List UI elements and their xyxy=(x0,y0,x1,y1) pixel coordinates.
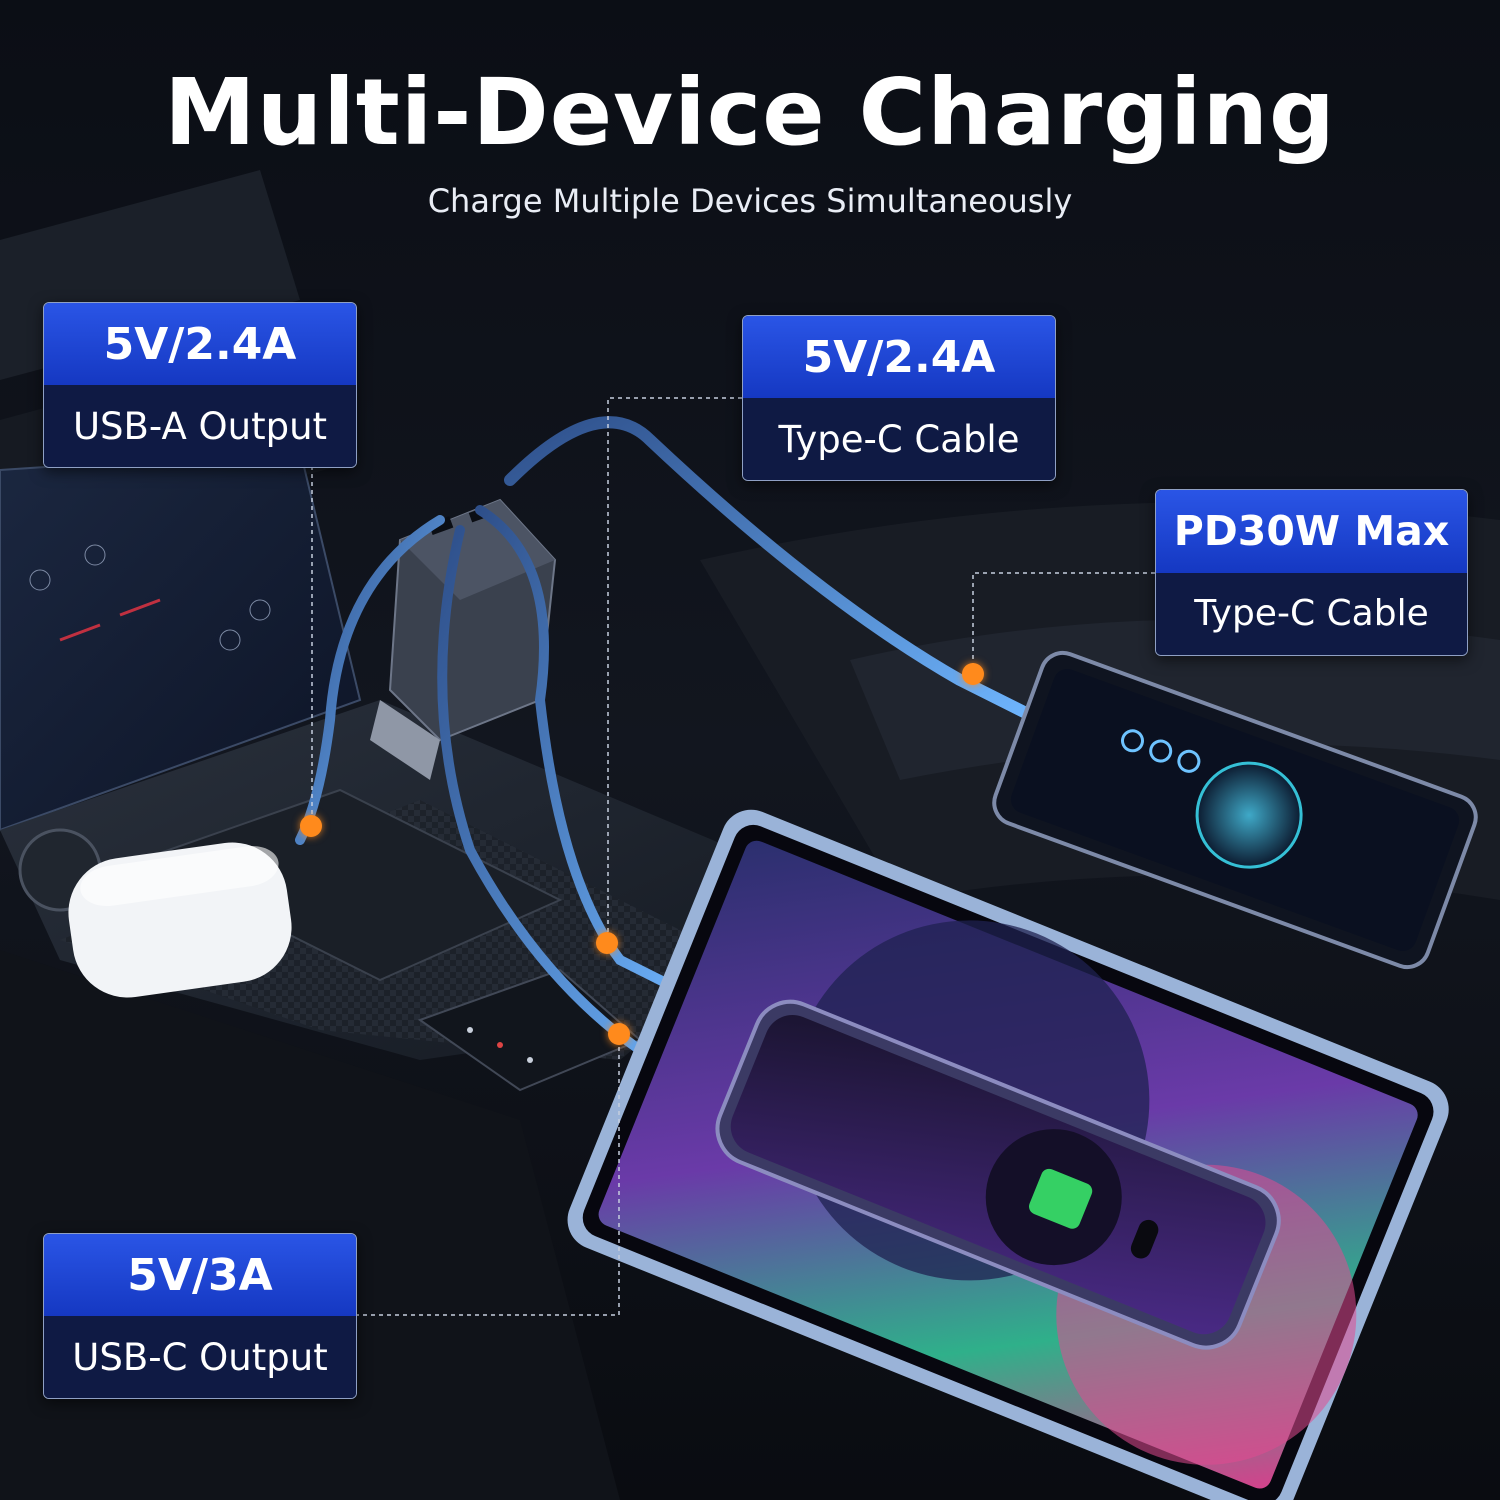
marker-usb-c xyxy=(608,1023,630,1045)
callout-type-c-cable-pd: PD30W Max Type-C Cable xyxy=(1155,489,1468,656)
callout-port: Type-C Cable xyxy=(743,398,1055,480)
callout-port: USB-A Output xyxy=(44,385,356,467)
headline: Multi-Device Charging xyxy=(164,59,1336,166)
marker-pd30 xyxy=(962,663,984,685)
callout-usb-c-output: 5V/3A USB-C Output xyxy=(43,1233,357,1399)
callout-type-c-cable: 5V/2.4A Type-C Cable xyxy=(742,315,1056,481)
marker-type-c-1 xyxy=(596,932,618,954)
callout-rating: 5V/2.4A xyxy=(44,303,356,385)
callout-port: USB-C Output xyxy=(44,1316,356,1398)
subheadline: Charge Multiple Devices Simultaneously xyxy=(427,182,1073,220)
callout-rating: 5V/3A xyxy=(44,1234,356,1316)
callout-usb-a-output: 5V/2.4A USB-A Output xyxy=(43,302,357,468)
callout-rating: PD30W Max xyxy=(1156,490,1467,573)
callout-port: Type-C Cable xyxy=(1156,572,1467,655)
callout-rating: 5V/2.4A xyxy=(743,316,1055,398)
marker-usb-a xyxy=(300,815,322,837)
